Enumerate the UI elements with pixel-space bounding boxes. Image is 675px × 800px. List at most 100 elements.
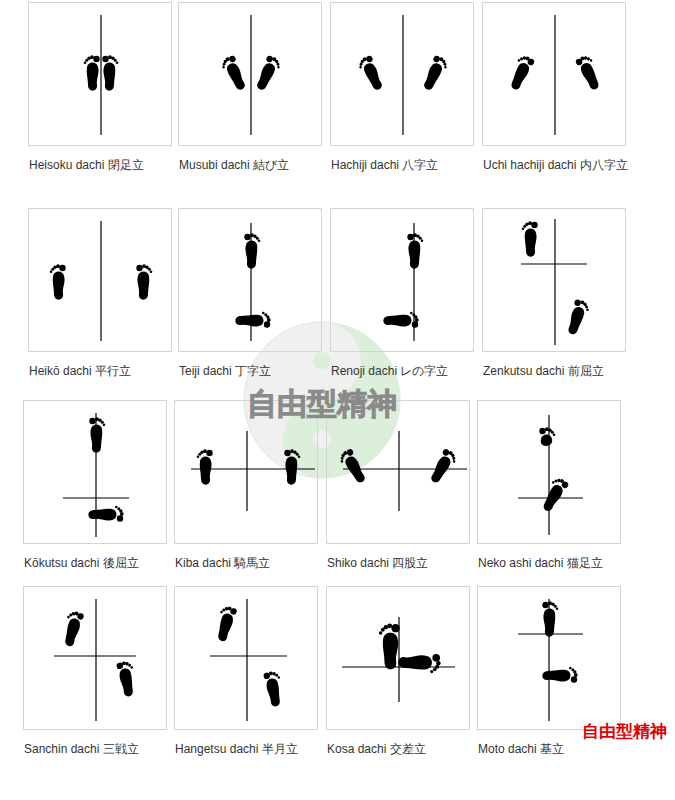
guide-line [246,431,247,511]
foot-toe [407,234,413,240]
foot-toe [284,450,290,456]
foot-toe [569,667,572,670]
foot-sole [103,63,115,91]
footprint [506,53,535,92]
stance-panel: Zenkutsu dachi 前屈立 [482,208,626,352]
footprint [253,54,282,93]
guide-line [521,263,587,264]
foot-toe [203,449,207,453]
foot-toe [276,62,280,66]
footprint [522,221,538,256]
foot-toe [571,676,577,682]
foot-sole [216,612,235,642]
foot-toe [413,233,417,237]
panel-frame [178,208,322,352]
stance-name: Kiba dachi 騎馬立 [175,556,325,571]
stance-name: Kōkutsu dachi 後屈立 [24,556,174,571]
stance-panel: Kiba dachi 騎馬立 [174,400,318,544]
foot-toe [256,237,259,240]
panel-frame [326,400,470,544]
footprint [420,54,449,93]
foot-toe [551,431,554,434]
foot-sole [509,61,532,92]
stance-name: Teiji dachi 丁字立 [179,364,329,379]
foot-toe [264,321,270,327]
yin-yang-dot [313,430,331,448]
foot-toe [67,615,70,618]
foot-toe [586,308,589,311]
stance-panel: Musubi dachi 結び立 [178,2,322,146]
panel-frame [330,2,474,146]
panel-frame [326,586,470,730]
panel-frame [23,400,167,544]
footprint [84,55,100,90]
foot-sole [542,670,570,682]
stance-name: Kosa dachi 交差立 [327,742,477,757]
stance-panel: Shiko dachi 四股立 [326,400,470,544]
stance-panel: Kosa dachi 交差立 [326,586,470,730]
foot-toe [452,456,456,460]
foot-toe [264,313,267,316]
panel-frame [174,400,318,544]
foot-sole [383,315,411,327]
footprint [284,449,300,484]
foot-sole [254,61,277,92]
foot-toe [379,631,382,634]
foot-sole [398,655,432,669]
foot-toe [539,428,545,434]
foot-toe [89,418,95,424]
watermark-text: 自由型精神 [247,387,397,421]
foot-toe [117,515,123,521]
foot-toe [436,661,441,666]
foot-toe [412,313,415,316]
stance-illustration [483,3,627,147]
stance-illustration [327,401,471,545]
footprint [538,475,570,514]
stance-panel: Uchi hachiji dachi 内八字立 [482,2,626,146]
stance-illustration [331,3,475,147]
foot-toe [548,601,552,605]
footprint [427,448,459,487]
foot-toe [298,455,301,458]
footprint [565,298,591,337]
stance-illustration [483,209,627,353]
footprint [50,264,66,299]
footprint [60,610,85,648]
stance-name: Moto dachi 基立 [478,742,628,757]
footprint [219,54,248,93]
foot-toe [554,605,557,608]
foot-toe [452,460,456,464]
stance-panel: Renoji dachi レの字立 [330,208,474,352]
foot-toe [415,318,419,322]
foot-toe [120,512,124,516]
guide-line [63,497,129,498]
foot-sole [541,435,552,447]
foot-toe [130,666,133,669]
footprint [88,506,123,522]
foot-toe [412,321,418,327]
foot-toe [93,56,99,62]
footprint [235,312,270,328]
foot-toe [115,506,118,509]
stance-illustration [24,401,168,545]
footprint [539,427,555,446]
panel-frame [174,586,318,730]
foot-toe [574,299,582,307]
stance-illustration [29,3,173,147]
foot-toe [290,449,294,453]
foot-toe [102,56,108,62]
foot-sole [137,272,149,300]
foot-toe [56,264,60,268]
foot-toe [220,610,223,613]
foot-sole [408,241,420,269]
foot-toe [433,668,437,672]
stance-panel: Moto dachi 基立 [477,586,621,730]
stance-illustration [179,3,323,147]
footprint [102,55,118,90]
footprint [213,605,238,643]
footprint [263,670,285,708]
foot-toe [136,265,142,271]
foot-toe [206,450,212,456]
stance-panel: Teiji dachi 丁字立 [178,208,322,352]
foot-toe [117,507,120,510]
